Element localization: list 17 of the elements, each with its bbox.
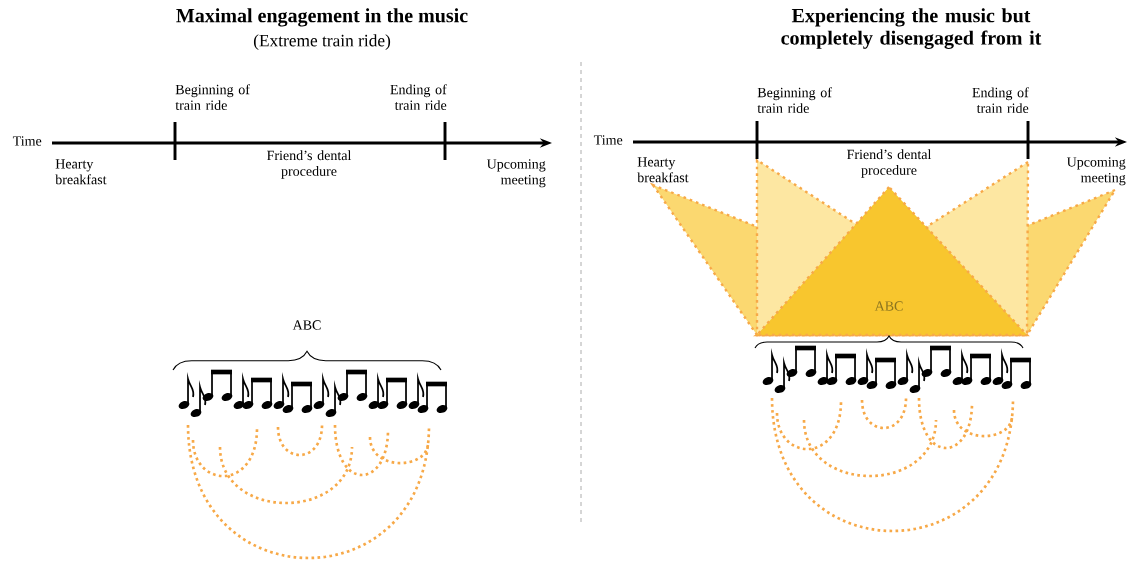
music-label: ABC xyxy=(292,320,321,330)
event-label: Ending of train ride xyxy=(390,84,447,110)
music-label: ABC xyxy=(872,299,906,313)
event-label: Friend’s dental procedure xyxy=(847,149,932,178)
event-label: Hearty breakfast xyxy=(55,159,107,185)
event-label: Friend’s dental procedure xyxy=(267,150,352,179)
axis-label: Time xyxy=(593,135,623,145)
panel-title: Experiencing the music but completely disengaged from it xyxy=(781,8,1042,49)
event-label: Upcoming meeting xyxy=(1066,157,1126,186)
event-label: Beginning of train ride xyxy=(175,84,250,110)
event-label: Ending of train ride xyxy=(972,87,1029,113)
panel-subtitle: (Extreme train ride) xyxy=(253,34,391,50)
event-label: Hearty breakfast xyxy=(637,157,689,183)
event-label: Beginning of train ride xyxy=(757,87,832,113)
panel-title: Maximal engagement in the music xyxy=(176,8,468,27)
axis-label: Time xyxy=(12,136,42,146)
event-label: Upcoming meeting xyxy=(486,159,546,188)
